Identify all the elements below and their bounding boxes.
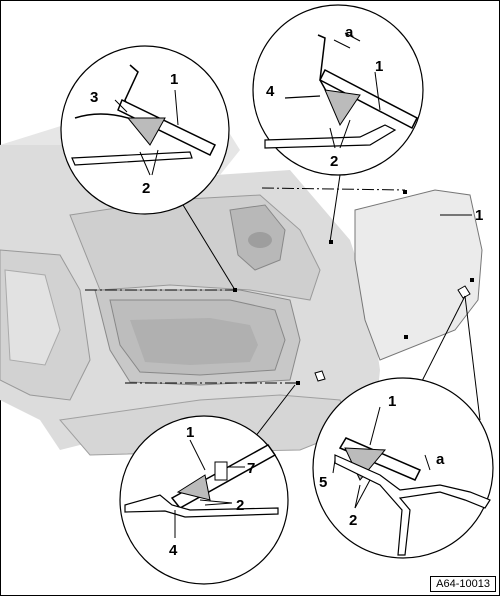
label-a: a — [345, 24, 354, 41]
detail-top-left: 3 1 2 — [60, 45, 230, 215]
detail-top-right: a 4 1 2 — [252, 4, 424, 176]
clip-marker-b — [314, 370, 326, 382]
figure-reference: A64-10013 — [430, 576, 496, 592]
glass-panel — [354, 189, 483, 361]
label-7: 7 — [247, 460, 255, 477]
label-3: 3 — [90, 89, 98, 106]
label-5: 5 — [319, 474, 327, 491]
label-1: 1 — [388, 393, 396, 410]
label-2: 2 — [236, 497, 244, 514]
label-1: 1 — [186, 424, 194, 441]
detail-bottom-left: 1 7 2 4 — [119, 415, 289, 585]
label-1-main: 1 — [475, 207, 483, 224]
label-1: 1 — [170, 71, 178, 88]
label-2: 2 — [142, 180, 150, 197]
label-4: 4 — [169, 542, 178, 559]
alignment-lines — [85, 187, 406, 384]
label-2: 2 — [349, 512, 357, 529]
detail-bottom-right: 1 5 a 2 — [312, 377, 494, 559]
label-2: 2 — [330, 153, 338, 170]
label-a: a — [436, 451, 445, 468]
car-body — [0, 100, 380, 456]
label-1: 1 — [375, 58, 383, 75]
clip-marker-a — [457, 285, 471, 299]
label-4: 4 — [266, 83, 275, 100]
